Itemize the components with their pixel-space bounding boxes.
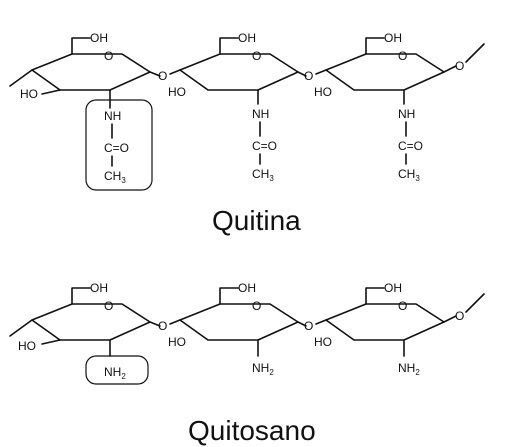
nh2-label: NH2	[104, 365, 126, 381]
chain-end-bond	[465, 43, 485, 63]
glycosidic-bond	[315, 319, 327, 325]
chitin-title: Quitina	[212, 205, 301, 236]
ho-label: HO	[168, 85, 186, 99]
chain-start-bond	[9, 319, 33, 337]
chitosan-unit-3: OH O HO NH2	[314, 281, 445, 377]
ring-oxygen-label: O	[252, 299, 261, 313]
pyranose-ring	[179, 303, 299, 341]
glycosidic-bond	[169, 69, 181, 75]
nh-label: NH	[104, 109, 121, 123]
glycosidic-oxygen-label: O	[158, 319, 167, 333]
ch2oh-label: OH	[90, 281, 108, 295]
glycosidic-bond	[169, 319, 181, 325]
ring-oxygen-label: O	[398, 49, 407, 63]
glycosidic-oxygen-label: O	[304, 319, 313, 333]
glycosidic-bond	[315, 69, 327, 75]
ring-oxygen-label: O	[104, 49, 113, 63]
ch2oh-label: OH	[238, 281, 256, 295]
ring-oxygen-label: O	[252, 49, 261, 63]
methyl-label: CH3	[252, 167, 274, 183]
methyl-label: CH3	[398, 167, 420, 183]
methyl-label: CH3	[104, 169, 126, 185]
glycosidic-bond	[297, 321, 307, 327]
pyranose-ring	[31, 303, 151, 341]
ch2-bond	[71, 37, 91, 55]
carbonyl-label: C=O	[252, 139, 277, 153]
chain-start-bond	[9, 69, 33, 87]
chitosan-structure: OH O HO NH2 O OH O HO NH2	[9, 281, 485, 446]
ch2-bond	[219, 287, 239, 305]
glycosidic-bond	[297, 71, 307, 77]
chitosan-unit-1: OH O HO NH2	[18, 281, 151, 385]
chitosan-unit-2: OH O HO NH2	[168, 281, 299, 377]
chitin-structure: OH O HO NH C=O CH3 O OH O	[9, 31, 485, 236]
ch2-bond	[365, 37, 385, 55]
pyranose-ring	[325, 303, 445, 341]
ho-label: HO	[168, 335, 186, 349]
ch2-bond	[71, 287, 91, 305]
carbonyl-label: C=O	[104, 141, 129, 155]
chain-end-bond	[465, 293, 485, 313]
terminal-oxygen-label: O	[455, 59, 464, 73]
glycosidic-oxygen-label: O	[304, 69, 313, 83]
ch2-bond	[219, 37, 239, 55]
highlight-box	[85, 99, 153, 191]
ho-label: HO	[314, 335, 332, 349]
ho-label: HO	[314, 85, 332, 99]
chain-end-bond	[443, 315, 457, 323]
nh2-label: NH2	[398, 361, 420, 377]
ring-oxygen-label: O	[104, 299, 113, 313]
chitosan-title: Quitosano	[188, 415, 316, 446]
ho-label: HO	[18, 339, 36, 353]
ch2oh-label: OH	[90, 31, 108, 45]
nh2-label: NH2	[252, 361, 274, 377]
ch2oh-label: OH	[384, 281, 402, 295]
nh-label: NH	[252, 107, 269, 121]
ch2oh-label: OH	[384, 31, 402, 45]
chitin-unit-2: OH O HO NH C=O CH3	[168, 31, 299, 183]
glycosidic-bond	[149, 71, 161, 77]
chitin-unit-3: OH O HO NH C=O CH3	[314, 31, 445, 183]
pyranose-ring	[179, 53, 299, 91]
pyranose-ring	[31, 53, 151, 91]
pyranose-ring	[325, 53, 445, 91]
ho-bond	[41, 339, 61, 345]
glycosidic-oxygen-label: O	[158, 69, 167, 83]
ho-bond	[41, 89, 61, 95]
highlight-box	[85, 355, 149, 385]
ch2-bond	[365, 287, 385, 305]
glycosidic-bond	[149, 321, 161, 327]
ho-label: HO	[20, 87, 38, 101]
nh-label: NH	[398, 107, 415, 121]
chain-end-bond	[443, 65, 457, 73]
ch2oh-label: OH	[238, 31, 256, 45]
terminal-oxygen-label: O	[455, 309, 464, 323]
ring-oxygen-label: O	[398, 299, 407, 313]
carbonyl-label: C=O	[398, 139, 423, 153]
chitin-unit-1: OH O HO NH C=O CH3	[20, 31, 153, 191]
